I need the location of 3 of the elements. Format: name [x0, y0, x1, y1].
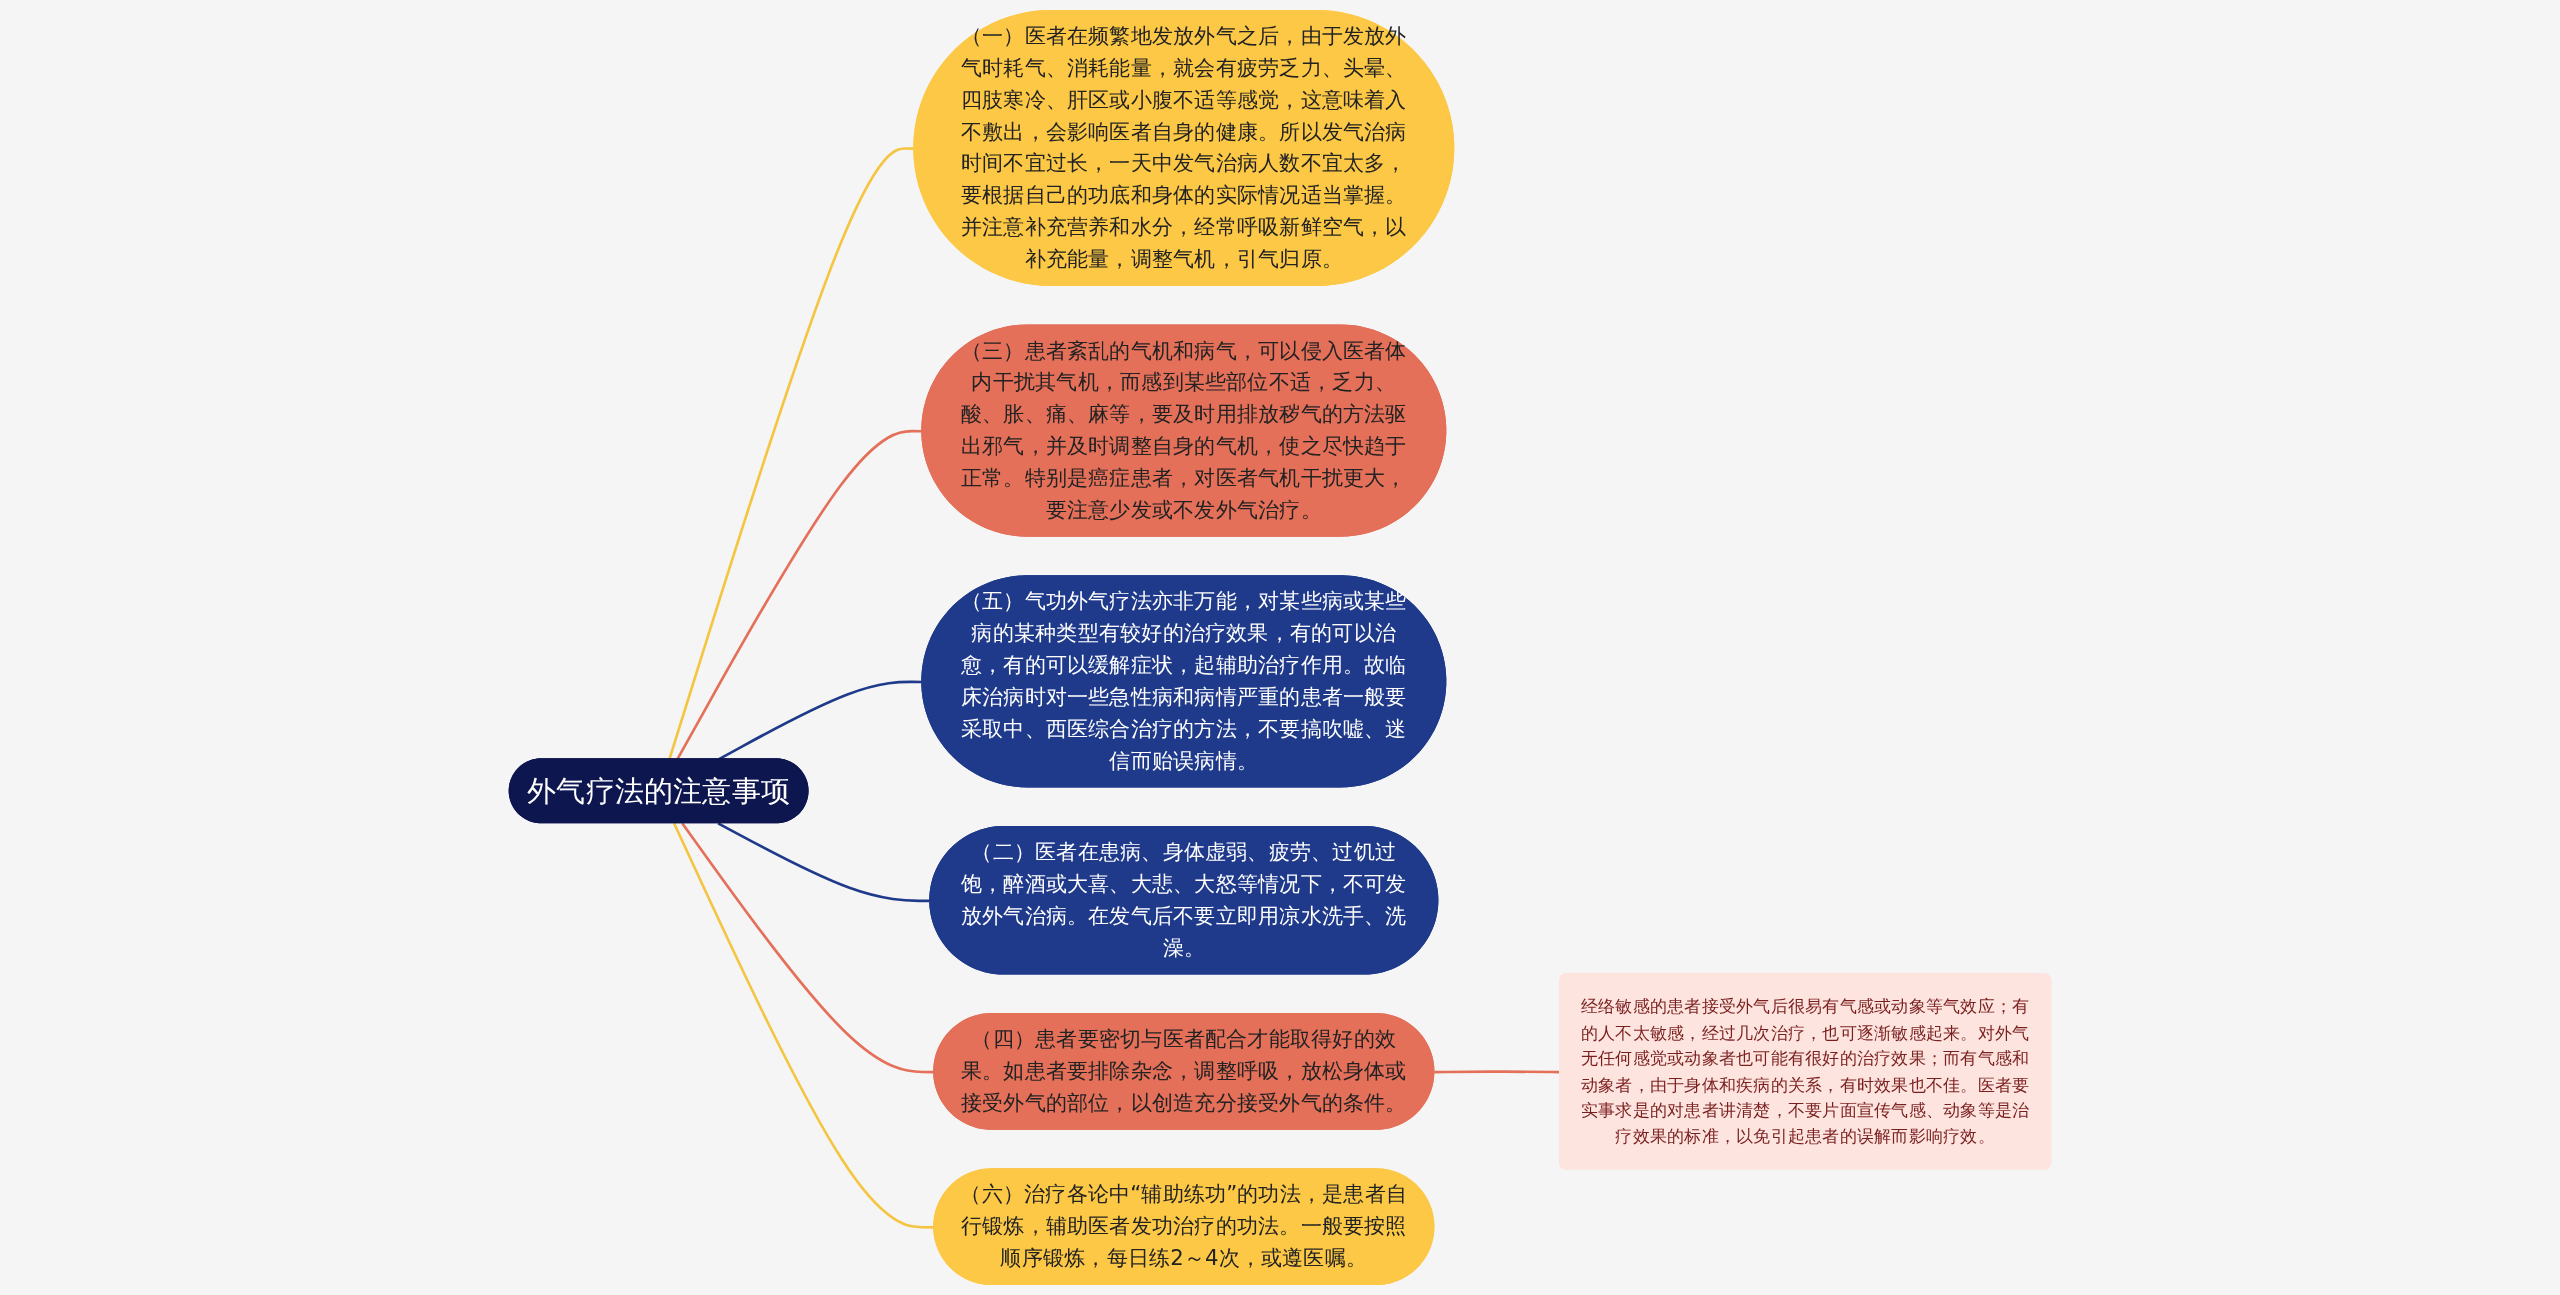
connector — [668, 147, 915, 760]
connector — [672, 822, 935, 1229]
connector — [681, 822, 935, 1074]
